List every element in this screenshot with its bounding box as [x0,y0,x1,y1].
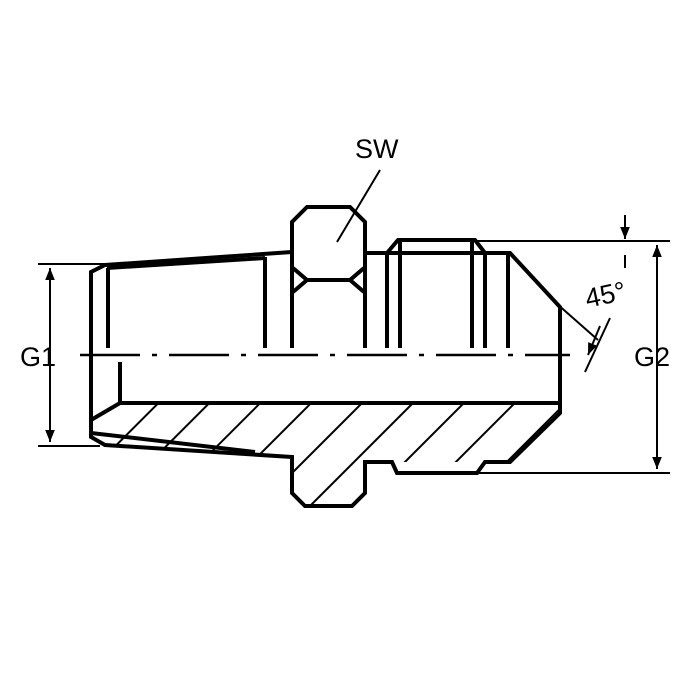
sw-leader [336,169,381,243]
g1-label: G1 [20,342,56,372]
hex-nut [290,205,367,348]
section-hatch [91,403,560,506]
angle-label: 45° [582,276,628,314]
g2-label: G2 [634,342,670,372]
sw-label: SW [355,134,399,164]
body-outline [89,250,562,508]
